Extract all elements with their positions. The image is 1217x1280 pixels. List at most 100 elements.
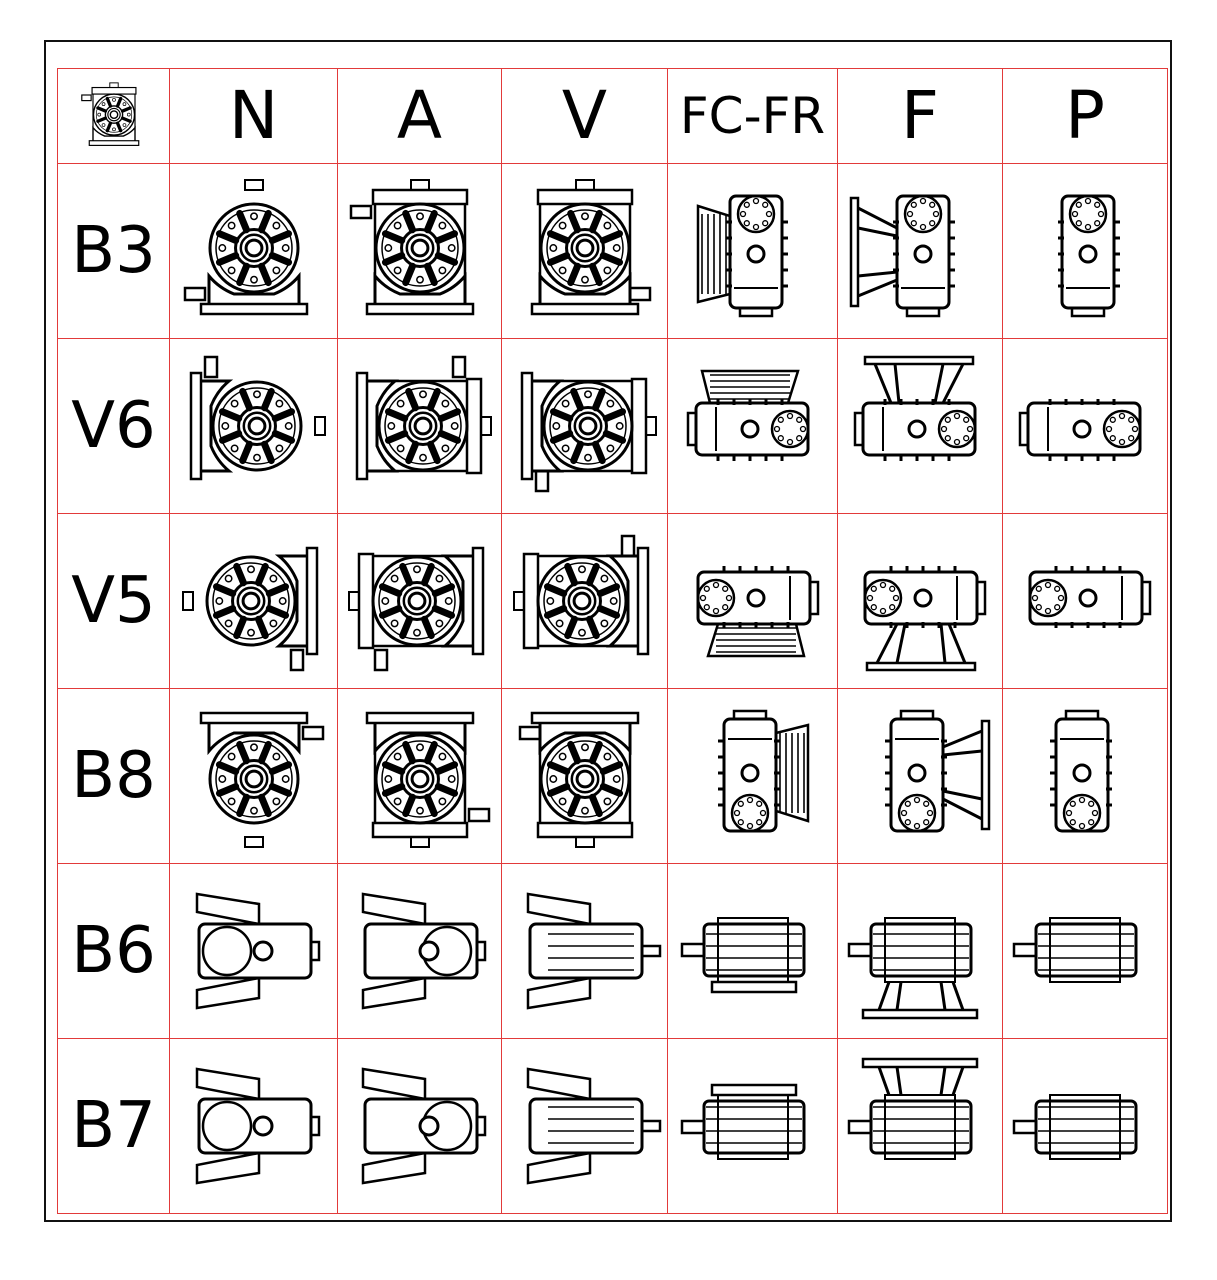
gearbox-drawing xyxy=(195,1067,320,1185)
mounting-cell xyxy=(502,164,668,339)
mounting-cell xyxy=(838,689,1003,864)
gearbox-drawing xyxy=(1018,399,1142,461)
gearbox-drawing xyxy=(518,711,639,848)
gearbox-drawing xyxy=(696,566,819,658)
outer-frame xyxy=(44,40,1172,1222)
gearbox-drawing xyxy=(355,355,492,481)
row-header-label: B3 xyxy=(71,214,156,288)
column-header-label: A xyxy=(396,77,443,154)
column-header: N xyxy=(170,68,338,164)
column-header-label: N xyxy=(228,77,279,154)
row-header-label: V6 xyxy=(71,389,156,463)
row-header: V6 xyxy=(57,339,170,514)
column-header-label: FC-FR xyxy=(679,87,826,145)
column-header: V xyxy=(502,68,668,164)
mounting-cell xyxy=(502,339,668,514)
column-header-label: P xyxy=(1065,77,1105,154)
mounting-cell xyxy=(668,339,838,514)
mounting-cell xyxy=(1003,1039,1168,1214)
mounting-cell xyxy=(1003,164,1168,339)
mounting-cell xyxy=(838,339,1003,514)
mounting-cell xyxy=(338,689,502,864)
row-header: B8 xyxy=(57,689,170,864)
gearbox-drawing xyxy=(1012,1094,1138,1160)
mounting-cell xyxy=(170,689,338,864)
mounting-cell xyxy=(1003,864,1168,1039)
row-header: V5 xyxy=(57,514,170,689)
gearbox-drawing xyxy=(189,355,326,481)
mounting-cell xyxy=(502,514,668,689)
gearbox-drawing xyxy=(526,1067,661,1185)
row-header-label: B6 xyxy=(71,914,156,988)
row-header: B6 xyxy=(57,864,170,1039)
mounting-cell xyxy=(502,1039,668,1214)
header-corner-cell xyxy=(57,68,170,164)
mounting-cell xyxy=(338,164,502,339)
gearbox-drawing xyxy=(680,917,805,994)
column-header: P xyxy=(1003,68,1168,164)
gearbox-icon xyxy=(80,82,139,146)
gearbox-drawing xyxy=(347,546,484,672)
gearbox-drawing xyxy=(847,917,979,1020)
mounting-cell xyxy=(838,514,1003,689)
gearbox-drawing xyxy=(183,179,308,316)
gearbox-drawing xyxy=(361,1067,486,1185)
gearbox-drawing xyxy=(847,1057,979,1160)
gearbox-drawing xyxy=(520,371,657,493)
gearbox-drawing xyxy=(686,369,809,461)
row-header-label: B7 xyxy=(71,1089,156,1163)
gearbox-drawing xyxy=(361,892,486,1010)
mounting-cell xyxy=(668,164,838,339)
row-header: B7 xyxy=(57,1039,170,1214)
gearbox-drawing xyxy=(849,194,955,318)
gearbox-drawing xyxy=(195,892,320,1010)
mounting-cell xyxy=(170,514,338,689)
mounting-cell xyxy=(502,689,668,864)
mounting-cell xyxy=(170,864,338,1039)
column-header-label: V xyxy=(561,77,608,154)
column-header: F xyxy=(838,68,1003,164)
gearbox-drawing xyxy=(349,179,474,316)
mounting-cell xyxy=(1003,339,1168,514)
gearbox-drawing xyxy=(1058,194,1120,318)
gearbox-drawing xyxy=(1012,917,1138,983)
column-header: A xyxy=(338,68,502,164)
column-header: FC-FR xyxy=(668,68,838,164)
gearbox-drawing xyxy=(863,566,987,672)
gearbox-drawing xyxy=(885,709,991,833)
mounting-cell xyxy=(668,514,838,689)
gearbox-drawing xyxy=(512,534,649,656)
gearbox-drawing xyxy=(530,179,651,316)
mounting-cell xyxy=(170,1039,338,1214)
mounting-cell xyxy=(170,164,338,339)
mounting-cell xyxy=(838,164,1003,339)
mounting-cell xyxy=(338,514,502,689)
column-header-label: F xyxy=(901,77,939,154)
mounting-cell xyxy=(338,1039,502,1214)
mounting-cell xyxy=(1003,514,1168,689)
mounting-cell xyxy=(502,864,668,1039)
row-header-label: B8 xyxy=(71,739,156,813)
gearbox-drawing xyxy=(199,711,324,848)
row-header-label: V5 xyxy=(71,564,156,638)
gearbox-drawing xyxy=(181,546,318,672)
mounting-cell xyxy=(838,1039,1003,1214)
mounting-cell xyxy=(668,689,838,864)
mounting-cell xyxy=(338,864,502,1039)
gearbox-drawing xyxy=(1050,709,1112,833)
mounting-cell xyxy=(338,339,502,514)
mounting-cell xyxy=(1003,689,1168,864)
gearbox-drawing xyxy=(526,892,661,1010)
gearbox-drawing xyxy=(1028,566,1152,628)
mounting-cell xyxy=(170,339,338,514)
mounting-cell xyxy=(838,864,1003,1039)
mounting-cell xyxy=(668,1039,838,1214)
gearbox-drawing xyxy=(717,709,809,833)
gearbox-drawing xyxy=(365,711,490,848)
gearbox-drawing xyxy=(680,1083,805,1160)
row-header: B3 xyxy=(57,164,170,339)
gearbox-drawing xyxy=(696,194,788,318)
gearbox-drawing xyxy=(853,355,977,461)
mounting-cell xyxy=(668,864,838,1039)
